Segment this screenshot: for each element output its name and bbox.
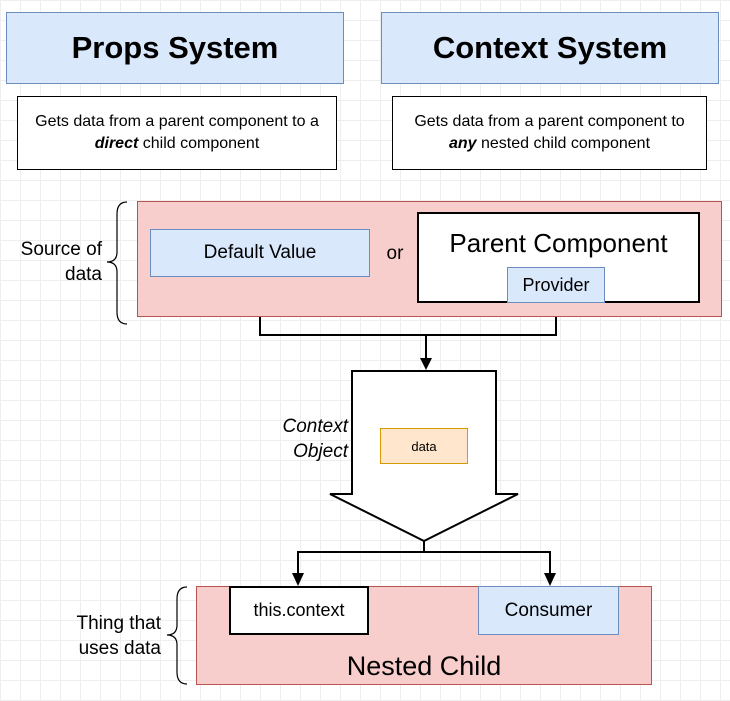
consumer-label: Consumer (504, 599, 593, 621)
data-box: data (380, 428, 468, 464)
or-label: or (386, 243, 404, 264)
props-desc-emph: direct (94, 135, 139, 152)
consumer-arrowhead (544, 573, 556, 586)
consumer-box: Consumer (478, 586, 619, 635)
context-object-label: Context Object (282, 416, 348, 462)
props-system-header: Props System (6, 12, 344, 84)
source-of-data-label: Source of data (20, 239, 102, 285)
context-system-header: Context System (381, 12, 719, 84)
props-desc-pre: Gets data from a parent component to a (35, 113, 319, 131)
source-bracket (106, 201, 128, 325)
context-description: Gets data from a parent component to any… (392, 96, 707, 170)
provider-label: Provider (522, 274, 590, 295)
thing-that-uses-data-label: Thing that uses data (76, 613, 162, 659)
this-context-box: this.context (229, 586, 369, 635)
default-value-label: Default Value (203, 242, 317, 263)
this-context-arrowhead (292, 573, 304, 586)
context-desc-post: nested child component (476, 135, 651, 152)
data-label: data (411, 438, 437, 454)
source-to-context-arrowhead (420, 358, 432, 370)
nested-child-label: Nested Child (346, 650, 502, 681)
consumer-bracket (166, 586, 188, 685)
parent-component-label: Parent Component (449, 228, 668, 258)
context-system-title: Context System (432, 30, 668, 65)
children-split-connector (297, 551, 551, 573)
props-description: Gets data from a parent component to a d… (17, 96, 337, 170)
context-desc-emph: any (448, 135, 477, 152)
provider-box: Provider (507, 267, 605, 303)
this-context-label: this.context (253, 600, 345, 620)
context-desc-pre: Gets data from a parent component to (414, 113, 685, 131)
props-desc-post: child component (138, 135, 260, 152)
default-value-box: Default Value (150, 229, 370, 277)
props-system-title: Props System (71, 30, 279, 65)
